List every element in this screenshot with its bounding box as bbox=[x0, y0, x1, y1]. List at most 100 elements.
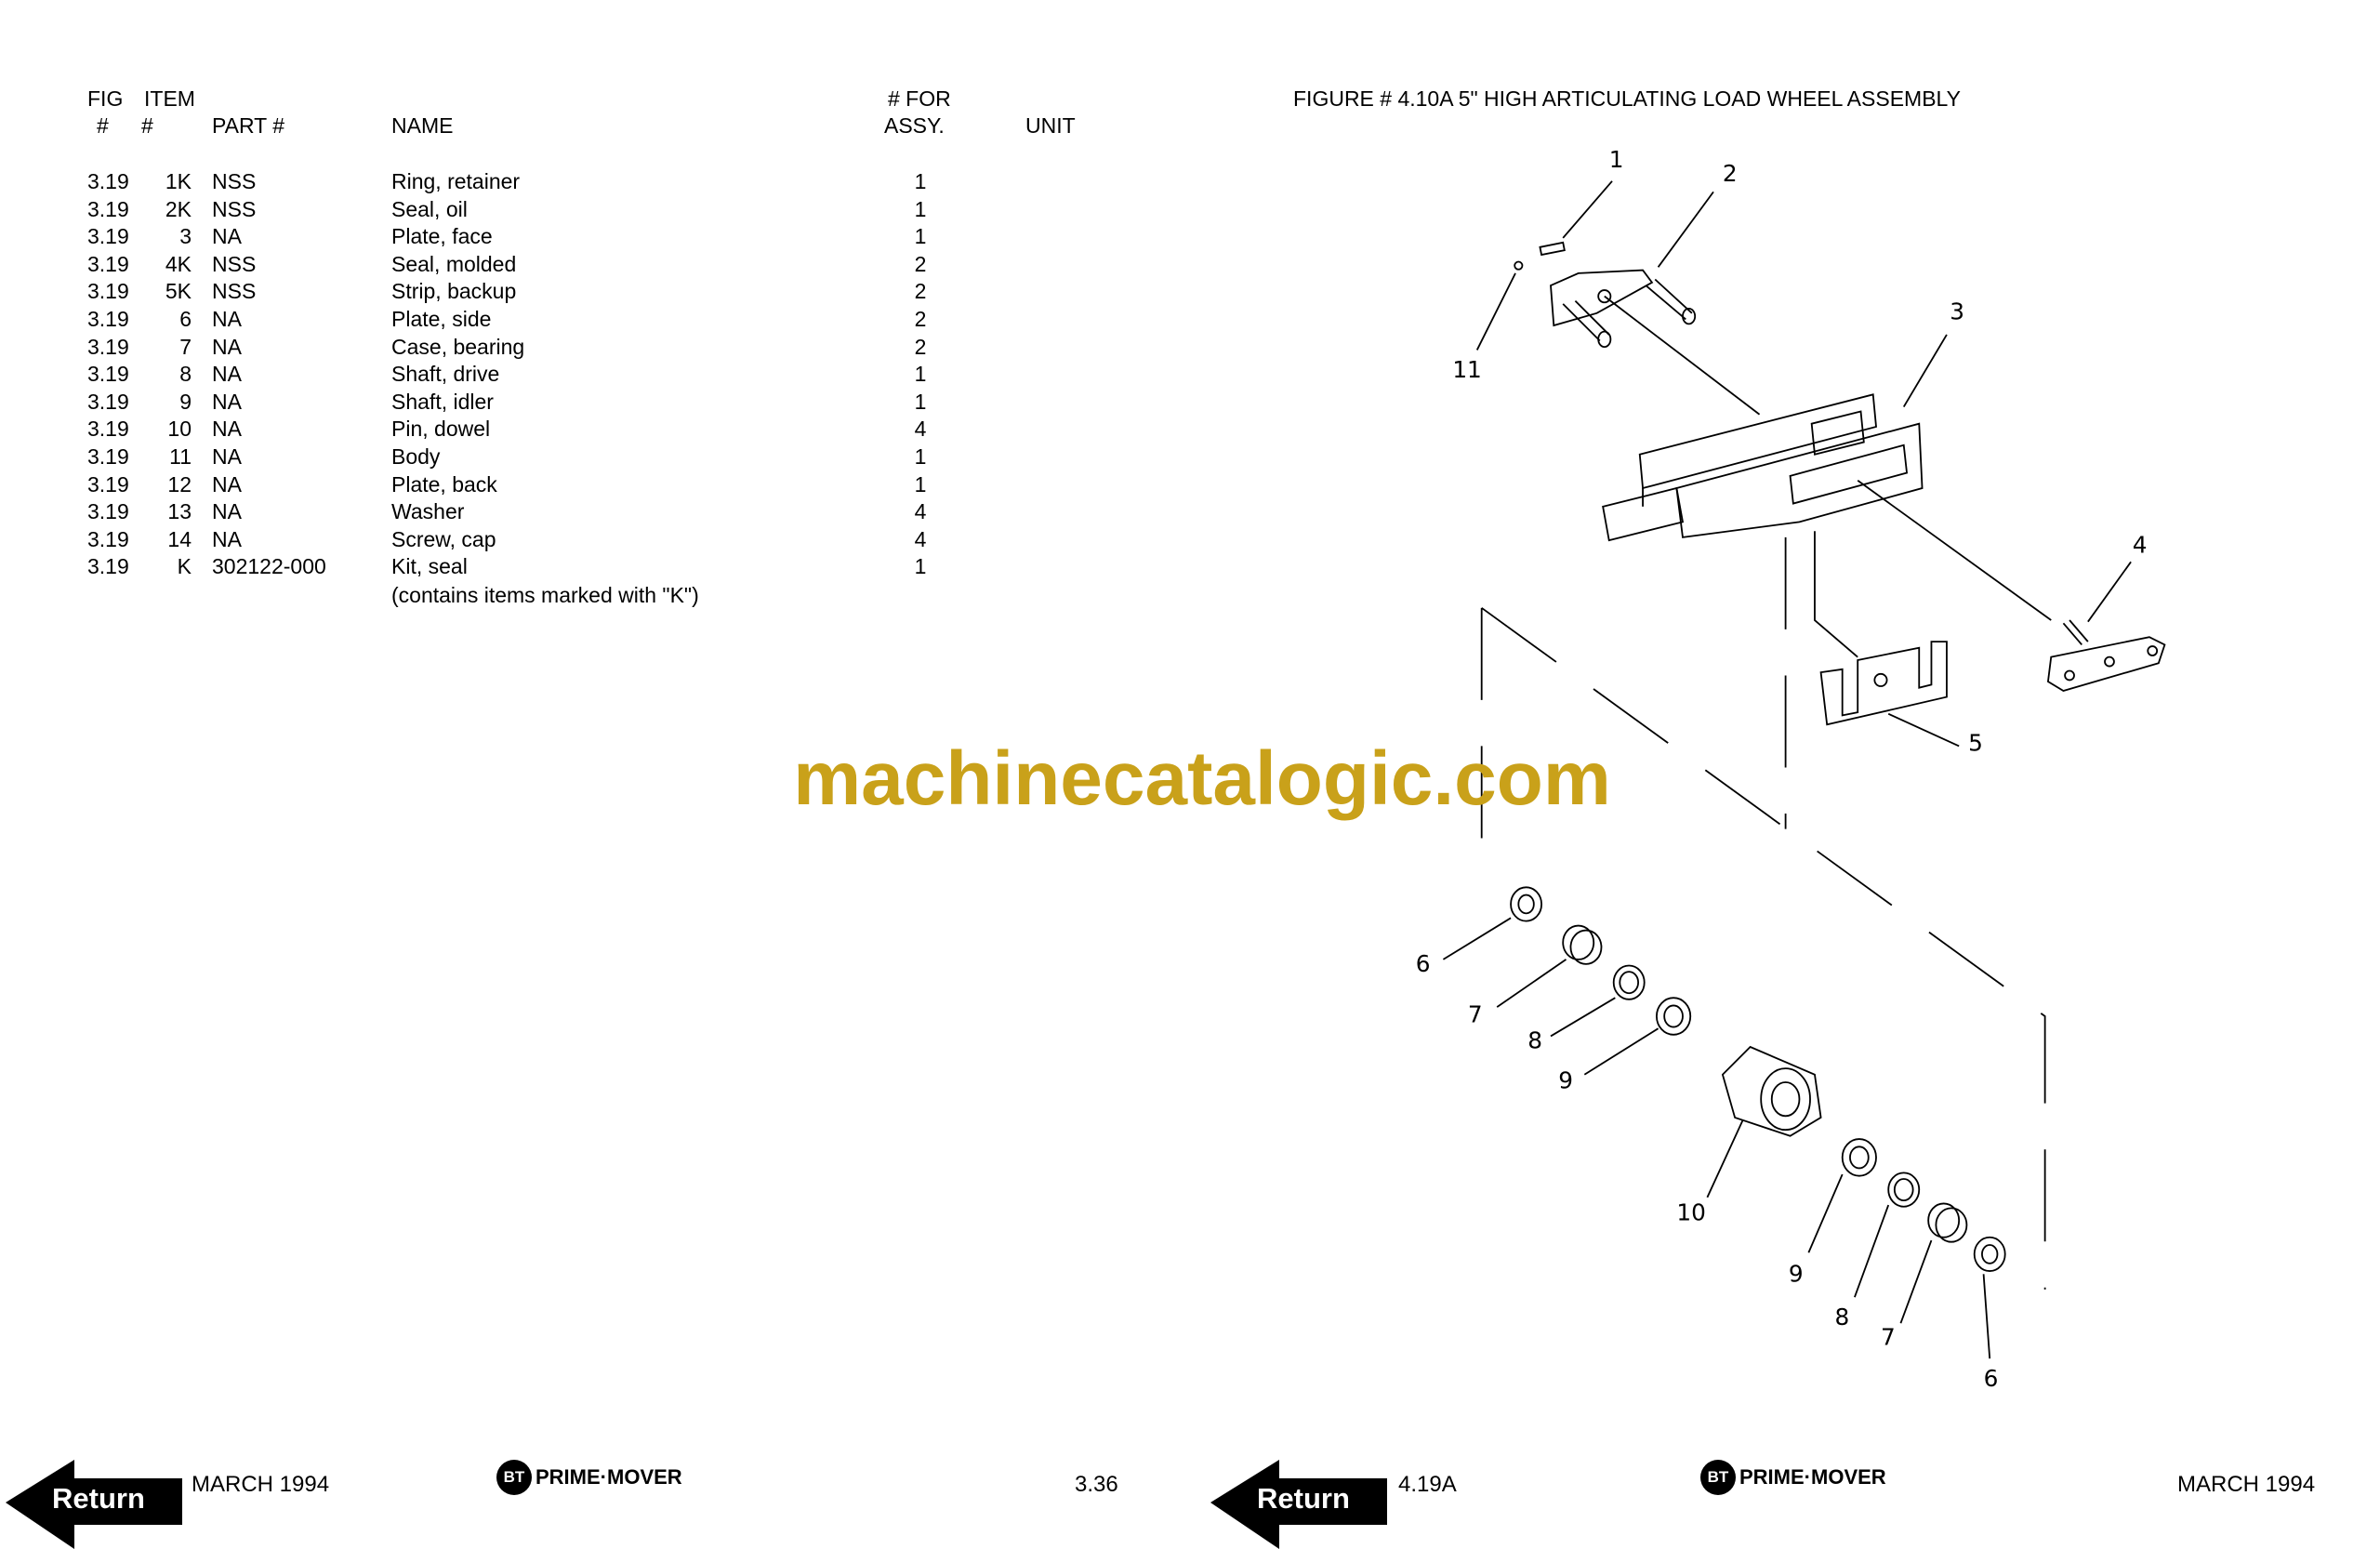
cell-qty: 4 bbox=[914, 526, 927, 551]
header-qty: # FOR bbox=[888, 86, 951, 111]
cell-qty: 1 bbox=[914, 554, 927, 579]
cell-qty: 2 bbox=[914, 307, 927, 331]
cell-qty: 1 bbox=[914, 362, 927, 387]
seal-molded bbox=[2046, 619, 2166, 692]
return-label: Return bbox=[52, 1482, 145, 1515]
cell-fig: 3.19 bbox=[87, 526, 129, 551]
cell-name: Case, bearing bbox=[391, 334, 525, 359]
cell-qty: 2 bbox=[914, 334, 927, 359]
brand-name: PRIME·MOVER bbox=[1739, 1465, 1886, 1489]
cell-name: Kit, seal bbox=[391, 554, 468, 579]
cell-name: Plate, face bbox=[391, 224, 493, 249]
cell-part: NSS bbox=[212, 196, 257, 221]
cell-item: 7 bbox=[179, 334, 192, 359]
callout-label: 4 bbox=[2133, 531, 2148, 558]
cell-name: Strip, backup bbox=[391, 279, 517, 304]
cell-item: 8 bbox=[179, 362, 192, 387]
header-fig: FIG bbox=[87, 86, 124, 111]
cell-qty: 4 bbox=[914, 417, 927, 442]
dowel-pin bbox=[1539, 241, 1566, 257]
cell-part: NA bbox=[212, 389, 242, 414]
cell-item: 10 bbox=[167, 417, 192, 442]
cell-fig: 3.19 bbox=[87, 389, 129, 414]
cell-fig: 3.19 bbox=[87, 334, 129, 359]
screw bbox=[1514, 260, 1524, 271]
back-arrow-icon bbox=[1210, 1460, 1387, 1549]
cell-part: NA bbox=[212, 499, 242, 524]
cell-name: Seal, molded bbox=[391, 251, 517, 276]
cell-name: Body bbox=[391, 444, 441, 469]
kit-note: (contains items marked with "K") bbox=[391, 583, 699, 607]
callout-label: 9 bbox=[1558, 1067, 1573, 1094]
callout-label: 11 bbox=[1452, 356, 1482, 383]
cell-item: 9 bbox=[179, 389, 192, 414]
cell-item: 3 bbox=[179, 224, 192, 249]
cell-part: NSS bbox=[212, 251, 257, 276]
footer-left-date: MARCH 1994 bbox=[192, 1472, 330, 1497]
figure-title: FIGURE # 4.10A 5" HIGH ARTICULATING LOAD… bbox=[1293, 86, 1961, 111]
callout-label: 3 bbox=[1950, 298, 1964, 324]
exploded-guide-lines bbox=[1480, 536, 2046, 1290]
leader-lines bbox=[1442, 180, 2132, 1359]
callout-label: 6 bbox=[1984, 1365, 1999, 1392]
cell-part: NA bbox=[212, 307, 242, 331]
callout-label: 7 bbox=[1468, 1001, 1483, 1028]
cell-name: Seal, oil bbox=[391, 196, 468, 221]
body-and-face-plate bbox=[1602, 393, 2052, 621]
cell-qty: 4 bbox=[914, 499, 927, 524]
cell-item: K bbox=[177, 554, 192, 579]
cell-part: NA bbox=[212, 224, 242, 249]
header-unit: UNIT bbox=[1025, 113, 1076, 138]
header-assy: ASSY. bbox=[884, 113, 945, 138]
header-fig-hash: # bbox=[97, 113, 109, 138]
cell-fig: 3.19 bbox=[87, 224, 129, 249]
cell-item: 1K bbox=[165, 169, 192, 193]
callout-label: 5 bbox=[1968, 729, 1983, 756]
cell-name: Pin, dowel bbox=[391, 417, 491, 442]
cell-fig: 3.19 bbox=[87, 307, 129, 331]
header-item-hash: # bbox=[141, 113, 153, 138]
footer-figure-ref: 4.19A bbox=[1398, 1472, 1457, 1497]
cell-fig: 3.19 bbox=[87, 362, 129, 387]
back-arrow-icon bbox=[6, 1460, 182, 1549]
footer-page-number: 3.36 bbox=[1075, 1472, 1118, 1497]
cell-item: 2K bbox=[165, 196, 192, 221]
callout-label: 10 bbox=[1676, 1199, 1706, 1226]
footer-right-date: MARCH 1994 bbox=[2177, 1472, 2316, 1497]
strip-backup bbox=[1814, 531, 1948, 726]
cell-item: 6 bbox=[179, 307, 192, 331]
cell-fig: 3.19 bbox=[87, 417, 129, 442]
cell-name: Screw, cap bbox=[391, 526, 496, 551]
cell-name: Plate, back bbox=[391, 471, 497, 496]
cell-name: Shaft, drive bbox=[391, 362, 500, 387]
return-button-left[interactable]: Return bbox=[4, 1460, 190, 1549]
callout-label: 9 bbox=[1789, 1261, 1804, 1288]
cell-qty: 2 bbox=[914, 251, 927, 276]
table-row: 3.19 8 NA Shaft, drive 1 bbox=[0, 361, 1116, 389]
cell-qty: 1 bbox=[914, 389, 927, 414]
cell-item: 14 bbox=[167, 526, 192, 551]
watermark: machinecatalogic.com bbox=[793, 736, 1611, 821]
cell-part: NA bbox=[212, 362, 242, 387]
cell-item: 11 bbox=[169, 444, 192, 469]
return-button-right[interactable]: Return bbox=[1209, 1460, 1395, 1549]
callout-label: 2 bbox=[1723, 160, 1738, 187]
plate-back-with-pins bbox=[1514, 241, 1761, 416]
cell-fig: 3.19 bbox=[87, 196, 129, 221]
cell-fig: 3.19 bbox=[87, 169, 129, 193]
cell-name: Plate, side bbox=[391, 307, 492, 331]
cell-part: NA bbox=[212, 471, 242, 496]
bt-logo-icon: BT bbox=[496, 1460, 532, 1495]
cell-item: 13 bbox=[167, 499, 192, 524]
cell-part: NSS bbox=[212, 279, 257, 304]
